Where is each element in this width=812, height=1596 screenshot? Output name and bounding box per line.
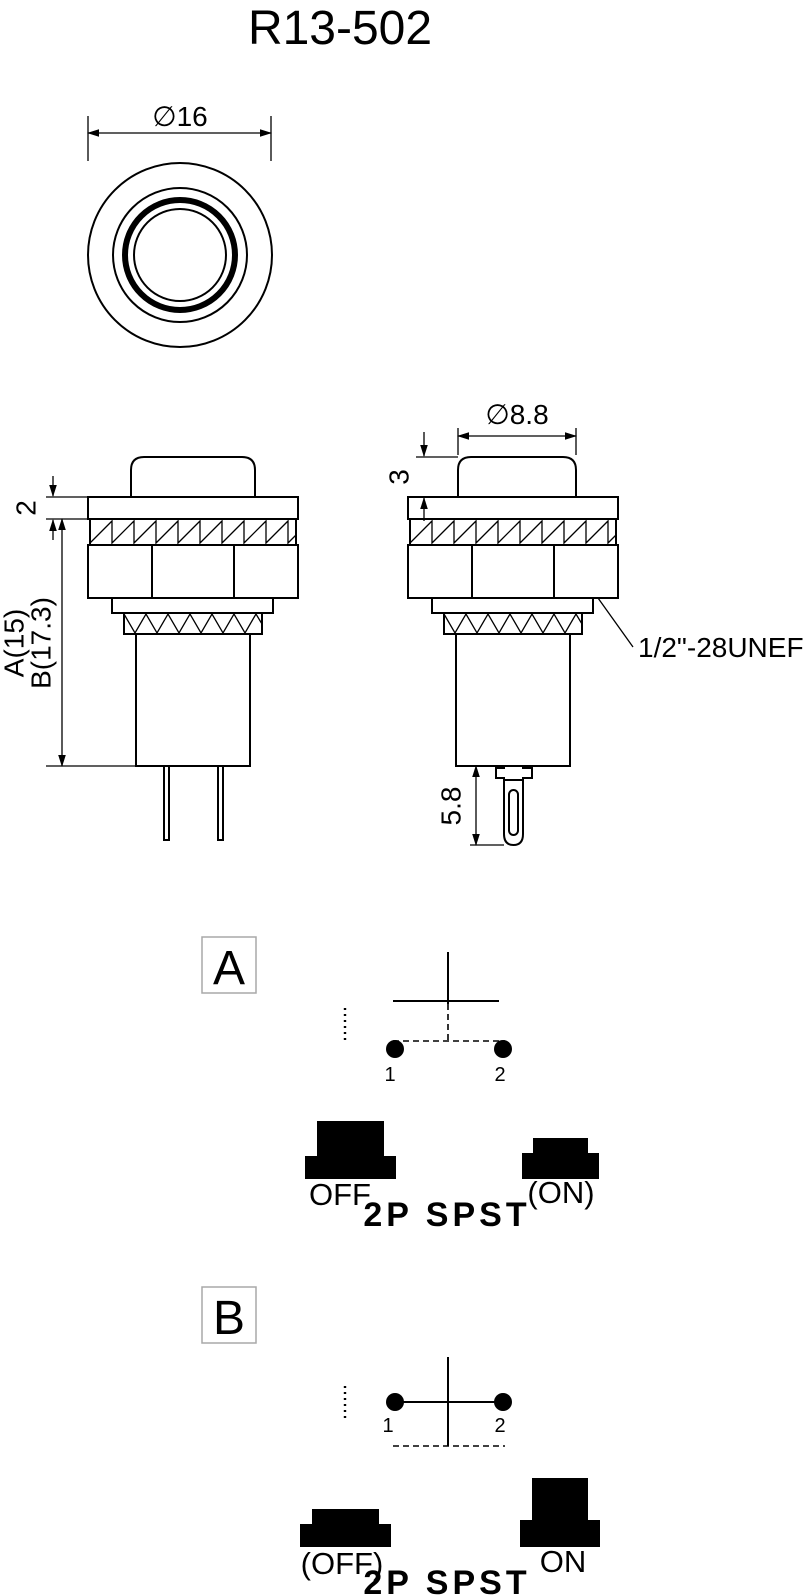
thread-label: 1/2"-28UNEF: [638, 632, 804, 663]
bezel-outer-circle: [87, 162, 273, 348]
front-view: 2 A(15) B(17.3): [0, 456, 299, 841]
button-released-cap: [317, 1121, 384, 1156]
bushing-body: [135, 633, 251, 767]
step-ring: [431, 597, 594, 614]
terminal-1-label: 1: [384, 1064, 395, 1086]
side-view: ∅8.8 3 5.8 1/2"-28UNEF: [383, 399, 804, 847]
terminal-dot-1: [386, 1393, 404, 1411]
hex-nut: [407, 544, 619, 599]
dim-label-button-height: 3: [383, 469, 414, 485]
circuit-diagram-b: B 1 2 (OFF) ON 2P SPST: [201, 1286, 600, 1596]
button-ring: [122, 197, 238, 313]
section-a-label: A: [213, 942, 245, 995]
button-pressed-cap: [533, 1138, 588, 1153]
hex-nut: [87, 544, 299, 599]
button-face-circle: [133, 208, 227, 302]
bushing-body: [455, 633, 571, 767]
top-view: ∅16: [87, 101, 273, 348]
terminal-1-label: 1: [382, 1415, 393, 1437]
leader-line: [597, 597, 634, 648]
dim-label-b: B(17.3): [25, 597, 56, 689]
button-released-base: [305, 1156, 396, 1179]
section-b-box: [201, 1286, 257, 1344]
terminal-2-label: 2: [494, 1064, 505, 1086]
section-a-box: [201, 936, 257, 994]
state-label-off: OFF: [309, 1177, 371, 1212]
knurl-teeth: [443, 612, 583, 635]
flange: [87, 496, 299, 520]
bezel-inner-circle: [112, 187, 248, 323]
step-ring: [111, 597, 274, 614]
button-cap-outline: [457, 456, 577, 497]
switch-type-label: 2P SPST: [363, 1564, 530, 1596]
dim-label-button-diameter: ∅8.8: [485, 399, 548, 430]
button-cap-outline: [130, 456, 256, 497]
serrated-washer: [409, 518, 617, 546]
knurl-teeth: [123, 612, 263, 635]
serration-teeth: [89, 519, 297, 545]
button-pressed-base: [300, 1524, 391, 1547]
terminal-pin-right: [217, 765, 224, 841]
button-pressed-base: [522, 1153, 599, 1179]
button-released-cap: [532, 1478, 588, 1520]
dim-label-a: A(15): [0, 609, 29, 677]
page-title: R13-502: [248, 2, 432, 55]
dim-label-terminal-length: 5.8: [435, 787, 466, 826]
button-released-base: [520, 1520, 600, 1547]
terminal-dot-2: [494, 1393, 512, 1411]
dim-label-diameter16: ∅16: [152, 101, 208, 132]
terminal-lug-shoulder: [495, 765, 533, 781]
state-label-off: (OFF): [301, 1546, 384, 1581]
terminal-2-label: 2: [494, 1415, 505, 1437]
section-b-label: B: [213, 1292, 245, 1345]
switch-type-label: 2P SPST: [363, 1196, 530, 1234]
terminal-slot: [508, 789, 519, 836]
flange: [407, 496, 619, 520]
terminal-pin-left: [163, 765, 170, 841]
state-label-on: (ON): [527, 1175, 594, 1210]
state-label-on: ON: [540, 1544, 587, 1579]
terminal-dot-1: [386, 1040, 404, 1058]
circuit-diagram-a: A 1 2 OFF (ON) 2P SPST: [201, 936, 599, 1234]
dim-label-flange-thickness: 2: [10, 500, 41, 516]
serrated-washer: [89, 518, 297, 546]
terminal-dot-2: [494, 1040, 512, 1058]
serration-teeth: [409, 519, 617, 545]
button-pressed-cap: [312, 1509, 379, 1524]
